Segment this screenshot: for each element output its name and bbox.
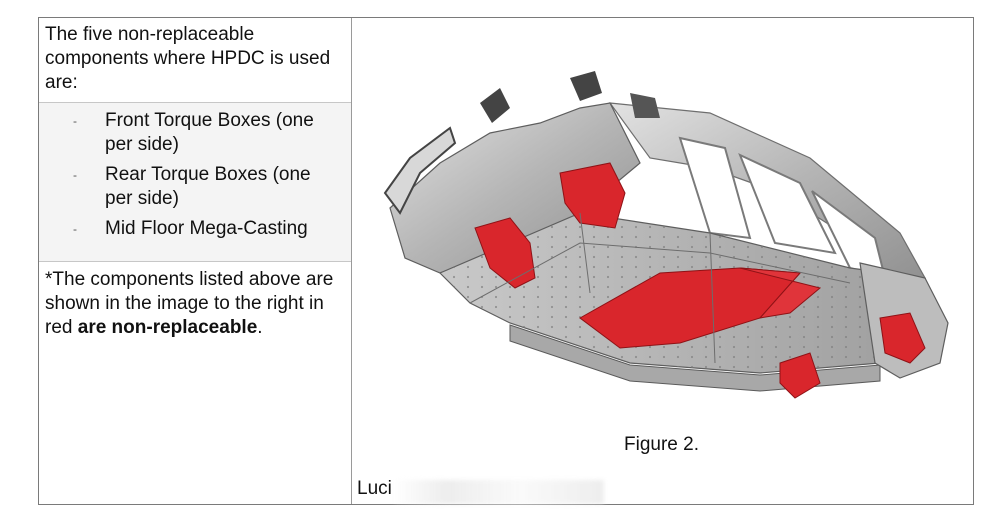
- footer-redaction: [394, 480, 604, 504]
- vehicle-body-illustration: [383, 71, 949, 399]
- note-bold: are non-replaceable: [77, 317, 258, 338]
- front-bracket: [630, 93, 660, 118]
- list-item: - Mid Floor Mega-Casting: [73, 217, 341, 241]
- front-bracket: [570, 71, 602, 101]
- structural-line: [469, 242, 851, 304]
- front-torque-box-left: [559, 162, 626, 229]
- note-prefix: *The components listed above are shown i…: [45, 269, 334, 338]
- components-list-cell: - Front Torque Boxes (one per side) - Re…: [39, 103, 351, 262]
- intro-text: The five non-replaceable components wher…: [45, 24, 331, 93]
- component-label: Mid Floor Mega-Casting: [105, 218, 308, 239]
- front-bumper-beam: [383, 126, 457, 215]
- structural-line: [579, 212, 591, 294]
- front-structure: [389, 102, 641, 274]
- figure-column: Figure 2. Luci: [352, 18, 973, 504]
- dash-bullet: -: [73, 222, 77, 236]
- component-label: Rear Torque Boxes (one per side): [105, 164, 311, 209]
- front-bracket: [480, 88, 510, 123]
- note-suffix: .: [257, 317, 263, 338]
- components-list: - Front Torque Boxes (one per side) - Re…: [73, 109, 341, 241]
- note-cell: *The components listed above are shown i…: [39, 262, 351, 504]
- component-label: Front Torque Boxes (one per side): [105, 110, 314, 155]
- structural-line: [709, 232, 716, 364]
- window-opening: [738, 153, 837, 255]
- list-item: - Rear Torque Boxes (one per side): [73, 163, 341, 211]
- rear-torque-box-right: [779, 352, 821, 399]
- front-torque-box-right: [474, 217, 536, 289]
- rear-torque-box-left: [879, 312, 926, 364]
- dash-bullet: -: [73, 114, 77, 128]
- window-opening: [678, 136, 752, 240]
- intro-cell: The five non-replaceable components wher…: [39, 18, 351, 103]
- text-column: The five non-replaceable components wher…: [39, 18, 352, 504]
- content-table: The five non-replaceable components wher…: [38, 17, 974, 505]
- dash-bullet: -: [73, 168, 77, 182]
- list-item: - Front Torque Boxes (one per side): [73, 109, 341, 157]
- figure-caption: Figure 2.: [624, 434, 699, 455]
- mid-floor-mega-casting-extension: [739, 267, 822, 319]
- footer-partial-text: Luci: [357, 478, 392, 499]
